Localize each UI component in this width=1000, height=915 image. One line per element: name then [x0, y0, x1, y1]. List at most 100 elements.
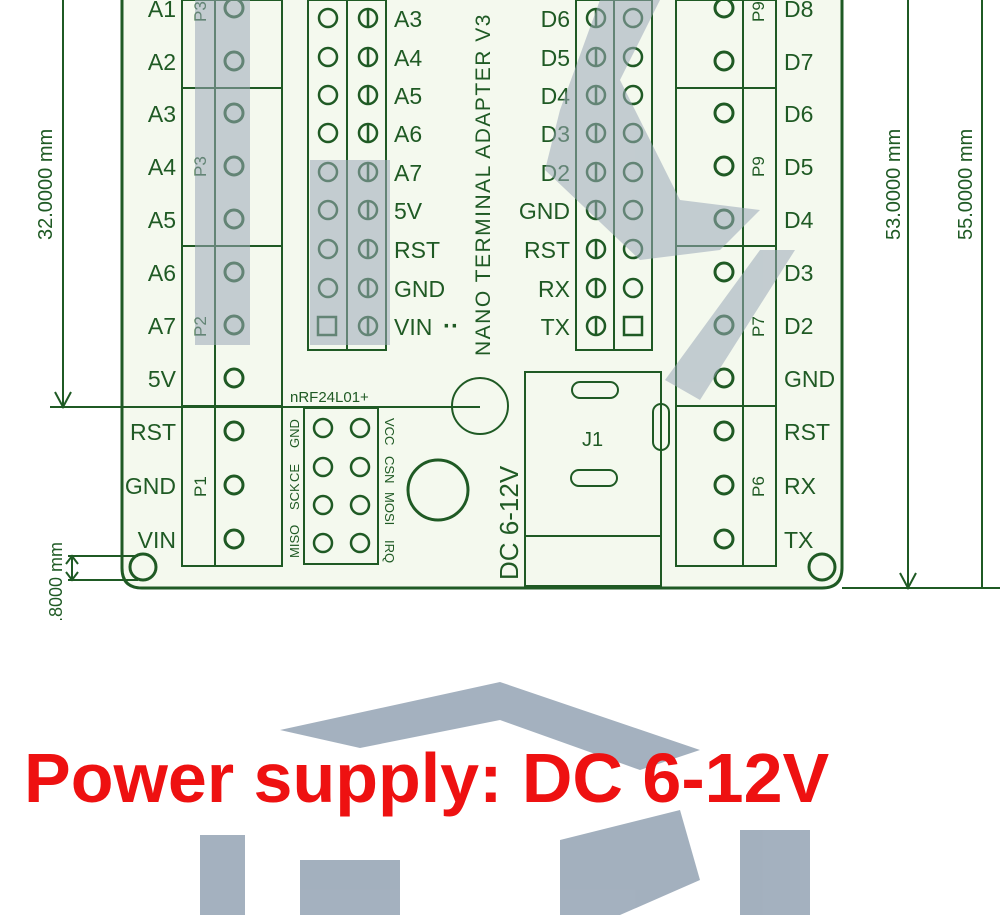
- nano-left-pin-label: A7: [394, 160, 422, 186]
- left-pin-label: A1: [148, 0, 176, 22]
- nano-left-pin-label: A6: [394, 121, 422, 147]
- rf-left-pin-label: CE: [287, 464, 302, 482]
- rf-pins-right: VCC CSN MOSI IRQ: [382, 418, 397, 563]
- left-pin-label: A4: [148, 154, 176, 180]
- terminal-block-label: P9: [749, 156, 768, 177]
- rf-pad: [349, 417, 371, 439]
- dim-08: .8000 mm: [46, 542, 66, 620]
- rf-pad: [312, 532, 334, 554]
- dc-label: DC 6-12V: [494, 465, 524, 580]
- rf-right-pin-label: MOSI: [382, 492, 397, 525]
- rf-pad: [312, 417, 334, 439]
- mounting-hole-icon: [807, 552, 837, 582]
- terminal-pad: [713, 0, 735, 19]
- nano-left-pin-label: GND: [394, 276, 445, 302]
- terminal-pad: [713, 50, 735, 72]
- nano-dots: ··: [443, 313, 459, 340]
- header-pad: [317, 84, 339, 106]
- nano-right-pin-label: GND: [519, 198, 570, 224]
- left-pin-label: VIN: [138, 527, 176, 553]
- nano-right-pin-label: RX: [538, 276, 570, 302]
- terminal-pad: [713, 474, 735, 496]
- terminal-block-label: P6: [749, 476, 768, 497]
- rf-pad: [312, 494, 334, 516]
- terminal-block-label: P7: [749, 316, 768, 337]
- nano-right-pin-label: D5: [541, 45, 570, 71]
- terminal-block-label: P9: [749, 1, 768, 22]
- nano-left-pin-label: VIN: [394, 314, 432, 340]
- rf-left-pin-label: MISO: [287, 525, 302, 558]
- right-pin-label: D8: [784, 0, 813, 22]
- terminal-pad: [713, 420, 735, 442]
- rf-pad: [349, 494, 371, 516]
- left-pin-label: A2: [148, 49, 176, 75]
- board-title: NANO TERMINAL ADAPTER V3: [472, 13, 495, 356]
- right-pin-label: GND: [784, 366, 835, 392]
- left-pin-label: 5V: [148, 366, 177, 392]
- rf-pad: [349, 532, 371, 554]
- rf-right-pin-label: CSN: [382, 456, 397, 483]
- power-supply-headline: Power supply: DC 6-12V: [24, 739, 830, 817]
- header-pad: [317, 7, 339, 29]
- regulator-pad: [406, 458, 470, 522]
- header-pad: [317, 46, 339, 68]
- nano-left-pin-label: 5V: [394, 198, 423, 224]
- right-pin-label: D5: [784, 154, 813, 180]
- terminal-pad: [223, 420, 245, 442]
- left-pin-label: A7: [148, 313, 176, 339]
- left-pin-label: A3: [148, 101, 176, 127]
- dim-55: 55.0000 mm: [955, 129, 977, 240]
- rf-header-label: nRF24L01+: [290, 389, 369, 406]
- nano-left-pin-label: A3: [394, 6, 422, 32]
- nano-right-pin-label: TX: [541, 314, 570, 340]
- header-pad: [317, 122, 339, 144]
- watermark-logo-top: [195, 0, 795, 400]
- terminal-pad: [223, 474, 245, 496]
- left-pin-label: A6: [148, 260, 176, 286]
- rf-header-pins: [312, 417, 371, 554]
- mounting-hole-icon: [128, 552, 158, 582]
- dim-32: 32.0000 mm: [35, 129, 57, 240]
- terminal-pad: [713, 261, 735, 283]
- left-pin-label: GND: [125, 473, 176, 499]
- right-pin-label: D7: [784, 49, 813, 75]
- terminal-pad: [223, 367, 245, 389]
- terminal-pad: [713, 367, 735, 389]
- rf-pad: [349, 456, 371, 478]
- rf-right-pin-label: IRQ: [382, 540, 397, 563]
- terminal-pad: [713, 528, 735, 550]
- rf-left-pin-label: SCK: [287, 483, 302, 510]
- left-pin-label: RST: [130, 419, 176, 445]
- right-pin-label: D2: [784, 313, 813, 339]
- dim-53: 53.0000 mm: [883, 129, 905, 240]
- right-pin-label: D6: [784, 101, 813, 127]
- right-pin-label: D4: [784, 207, 814, 233]
- dc-jack: [524, 371, 670, 587]
- header-pad: [622, 277, 644, 299]
- rf-right-pin-label: VCC: [382, 418, 397, 445]
- nano-right-pin-label: RST: [524, 237, 570, 263]
- terminal-block-label: P1: [191, 476, 210, 497]
- right-pin-label: RST: [784, 419, 830, 445]
- nano-left-pin-label: RST: [394, 237, 440, 263]
- terminal-pad: [713, 155, 735, 177]
- terminal-pad: [713, 102, 735, 124]
- nano-left-pin-label: A4: [394, 45, 422, 71]
- jack-label: J1: [582, 429, 603, 451]
- rf-left-pin-label: GND: [287, 419, 302, 448]
- terminal-pad: [223, 528, 245, 550]
- right-pin-label: D3: [784, 260, 813, 286]
- rf-pad: [312, 456, 334, 478]
- dimension-lines: [50, 0, 1000, 591]
- nano-right-pin-label: D6: [541, 6, 570, 32]
- square-pad: [622, 315, 644, 337]
- right-pin-label: TX: [784, 527, 813, 553]
- left-pin-label: A5: [148, 207, 176, 233]
- watermark-logo-bottom: [200, 682, 810, 915]
